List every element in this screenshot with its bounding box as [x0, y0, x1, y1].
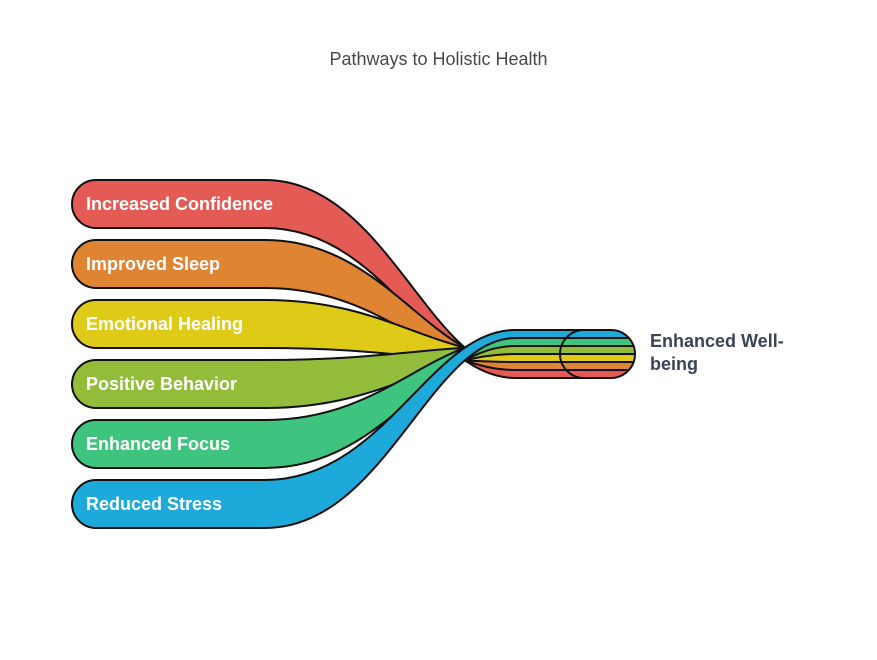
target-label: Enhanced Well-being — [650, 331, 784, 374]
pathway-label: Emotional Healing — [86, 314, 244, 334]
bundle-end-cap — [559, 329, 636, 379]
diagram-title: Pathways to Holistic Health — [329, 49, 548, 69]
pathway-label: Increased Confidence — [86, 194, 274, 214]
pathway-label: Enhanced Focus — [86, 434, 231, 454]
pathway-label: Positive Behavior — [86, 374, 238, 394]
pathway-label: Improved Sleep — [86, 254, 221, 274]
pathway-band-reduced-stress — [71, 329, 635, 529]
pathway-label: Reduced Stress — [86, 494, 223, 514]
